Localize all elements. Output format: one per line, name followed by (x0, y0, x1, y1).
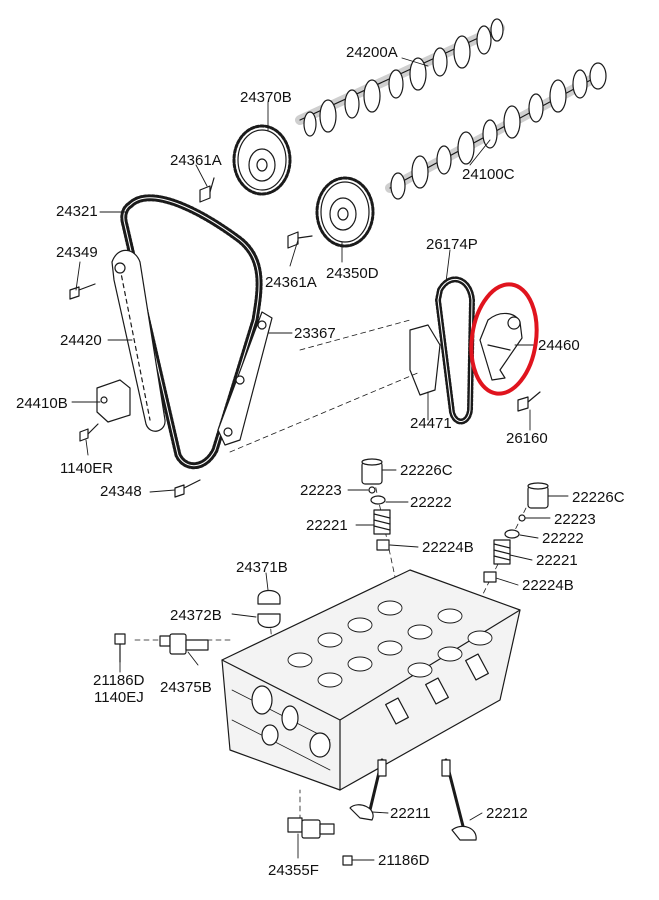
timing-chain-main (120, 194, 263, 470)
retainer-22222-a (370, 495, 386, 505)
label-22224B-a: 22224B (422, 539, 474, 556)
label-24370B: 24370B (240, 89, 292, 106)
label-22223-b: 22223 (554, 511, 596, 528)
label-24371B: 24371B (236, 559, 288, 576)
label-1140EJ: 1140EJ (94, 689, 144, 706)
lifter-22226C-a (361, 458, 383, 485)
camshaft-intake (295, 18, 505, 137)
label-22226C-b: 22226C (572, 489, 625, 506)
label-21186D-b: 21186D (378, 852, 430, 869)
ocv-24375B (159, 633, 209, 655)
leader-lines (71, 57, 569, 861)
label-22212: 22212 (486, 805, 528, 822)
valve-22211 (349, 758, 387, 821)
label-22221-a: 22221 (306, 517, 348, 534)
retainer-22222-b (504, 529, 520, 539)
label-22226C-a: 22226C (400, 462, 453, 479)
spring-22221-b (493, 539, 511, 565)
keeper-22223-b (518, 514, 526, 522)
tensioner-24410B (96, 379, 131, 423)
label-1140ER: 1140ER (60, 460, 114, 477)
label-24321: 24321 (56, 203, 98, 220)
label-24420: 24420 (60, 332, 102, 349)
label-22223-a: 22223 (300, 482, 342, 499)
oil-pump-chain (435, 276, 475, 425)
label-24349: 24349 (56, 244, 98, 261)
label-24200A: 24200A (346, 44, 398, 61)
bolt-21186D-b (342, 855, 353, 866)
label-24375B: 24375B (160, 679, 212, 696)
chain-guide-24420 (111, 249, 166, 432)
keeper-22223-a (368, 486, 376, 494)
label-24361A-mid: 24361A (265, 274, 317, 291)
label-24100C: 24100C (462, 166, 515, 183)
bolt-21186D-a (114, 633, 126, 663)
label-22224B-b: 22224B (522, 577, 574, 594)
camshaft-exhaust (385, 62, 607, 200)
lifter-22226C-b (527, 482, 549, 509)
cylinder-head (221, 569, 521, 791)
label-24355F: 24355F (268, 862, 319, 879)
label-24460: 24460 (538, 337, 580, 354)
seal-22224B-a (376, 539, 390, 551)
label-22222-b: 22222 (542, 530, 584, 547)
label-22221-b: 22221 (536, 552, 578, 569)
cap-24371B (257, 589, 281, 605)
chain-guide-23367 (217, 311, 273, 446)
bolt-24361A-top (199, 177, 215, 203)
label-22222-a: 22222 (410, 494, 452, 511)
bolt-24361A-mid (287, 231, 313, 249)
label-26174P: 26174P (426, 236, 478, 253)
label-26160: 26160 (506, 430, 548, 447)
seal-22224B-b (483, 571, 497, 583)
label-24350D: 24350D (326, 265, 379, 282)
bolt-26160 (517, 391, 541, 412)
tensioner-arm-24460 (479, 312, 523, 381)
label-24410B: 24410B (16, 395, 68, 412)
spring-22221-a (373, 509, 391, 535)
cam-sprocket-intake (232, 124, 292, 196)
cam-sprocket-exhaust (315, 176, 375, 248)
label-24372B: 24372B (170, 607, 222, 624)
valve-22212 (441, 758, 477, 841)
highlight-ring (469, 282, 539, 396)
bolt-1140ER (79, 423, 99, 442)
label-23367: 23367 (294, 325, 336, 342)
cap-24372B (257, 613, 281, 629)
label-24348: 24348 (100, 483, 142, 500)
bolt-24348 (174, 479, 201, 498)
ocv-24355F (287, 817, 335, 839)
label-24361A-top: 24361A (170, 152, 222, 169)
label-24471: 24471 (410, 415, 452, 432)
bolt-24349 (69, 283, 96, 300)
guide-24471 (409, 324, 441, 396)
label-21186D-a: 21186D (93, 672, 145, 689)
label-22211: 22211 (390, 805, 431, 822)
